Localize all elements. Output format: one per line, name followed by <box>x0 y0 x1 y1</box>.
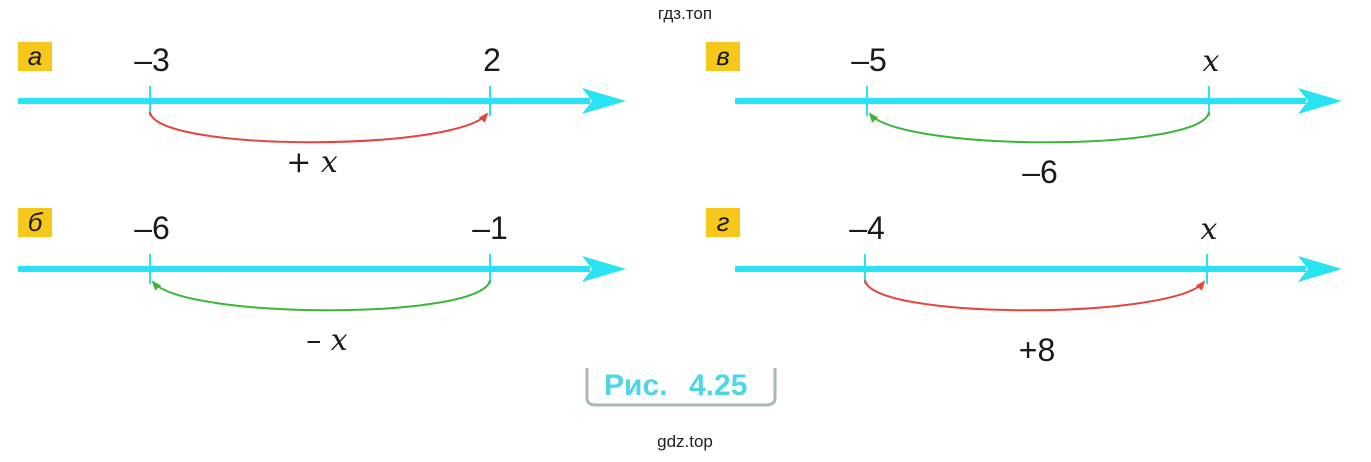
right-point-label: x <box>1203 44 1220 79</box>
jump-arc-label: – x <box>306 323 348 358</box>
watermark-top: гдз.топ <box>658 4 712 23</box>
panel-badge <box>18 42 52 71</box>
panel-b: б –6 –1 – x <box>18 207 626 358</box>
left-point-label: –5 <box>851 42 887 78</box>
caption-prefix: Рис. <box>604 369 667 402</box>
jump-arc-label: + x <box>286 145 338 180</box>
panel-badge-label: б <box>28 207 44 237</box>
jump-arc <box>149 111 489 144</box>
caption-bracket <box>585 368 777 407</box>
right-point-label: x <box>1201 212 1218 247</box>
caption-number: 4.25 <box>689 369 747 402</box>
axis-arrowhead <box>1298 88 1342 114</box>
panel-badge-label: а <box>28 41 42 71</box>
left-point-label: –4 <box>849 210 885 246</box>
axis-arrowhead <box>1298 256 1342 282</box>
panel-badge-label: в <box>716 41 730 71</box>
jump-arc <box>864 279 1206 312</box>
panel-a: а –3 2 + x <box>18 41 626 180</box>
right-point-label: –1 <box>472 210 508 246</box>
panel-badge <box>706 208 740 237</box>
left-point-label: –6 <box>134 210 170 246</box>
figure-caption: Рис. 4.25 <box>585 368 777 407</box>
axis-arrowhead <box>582 256 626 282</box>
panel-badge <box>706 42 740 71</box>
jump-arc <box>151 279 491 312</box>
jump-arc-label: +8 <box>1019 332 1055 368</box>
jump-arc <box>868 111 1210 144</box>
watermark-bottom: gdz.top <box>657 432 713 451</box>
panel-badge <box>18 208 52 237</box>
panel-badge-label: г <box>717 207 730 237</box>
left-point-label: –3 <box>134 42 170 78</box>
panel-v: в –5 x –6 <box>706 41 1342 190</box>
axis-arrowhead <box>582 88 626 114</box>
right-point-label: 2 <box>483 42 501 78</box>
panel-g: г –4 x +8 <box>706 207 1342 368</box>
jump-arc-label: –6 <box>1022 154 1058 190</box>
